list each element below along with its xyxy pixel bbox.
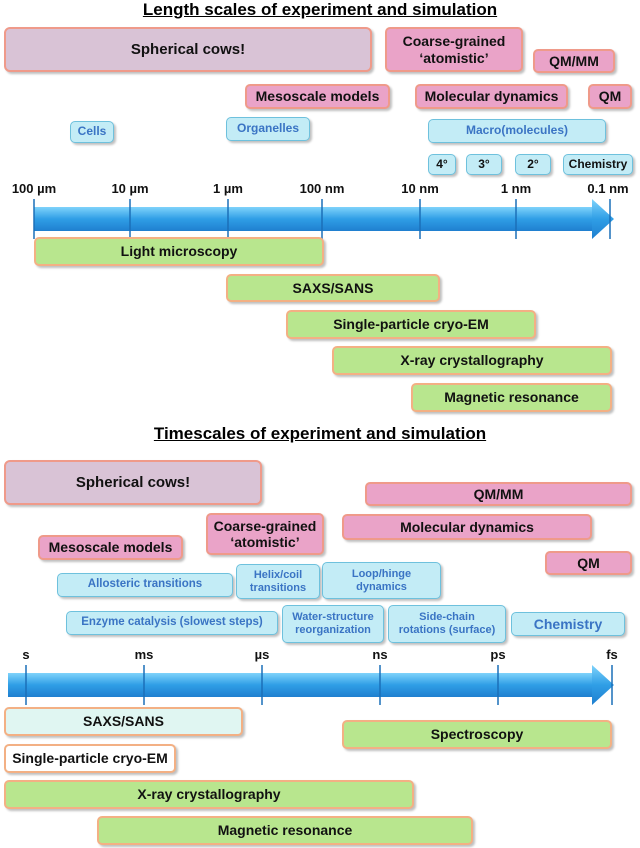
time-axis-arrow — [8, 665, 614, 705]
time-tick-us: µs — [254, 647, 270, 662]
length-tick-10um: 10 µm — [111, 181, 149, 196]
length-tick-100um: 100 µm — [11, 181, 57, 196]
length-tick-1nm: 1 nm — [500, 181, 532, 196]
length-tick-10nm: 10 nm — [401, 181, 439, 196]
time-allosteric-transitions: Allosteric transitions — [57, 573, 233, 597]
length-qmmm: QM/MM — [533, 49, 615, 73]
time-coarse-grained: Coarse-grained ‘atomistic’ — [206, 513, 324, 555]
length-molecular-dynamics: Molecular dynamics — [415, 84, 568, 109]
length-mesoscale-models: Mesoscale models — [245, 84, 390, 109]
time-helix-coil-transitions: Helix/coil transitions — [236, 564, 320, 599]
length-quaternary: 4° — [428, 154, 456, 175]
length-tick-1um: 1 µm — [213, 181, 243, 196]
length-cells: Cells — [70, 121, 114, 143]
time-qm: QM — [545, 551, 632, 575]
length-scales-title: Length scales of experiment and simulati… — [142, 0, 498, 19]
time-spherical-cows: Spherical cows! — [4, 460, 262, 505]
time-side-chain-rotations: Side-chain rotations (surface) — [388, 605, 506, 643]
time-xray-crystallography: X-ray crystallography — [4, 780, 414, 809]
length-xray-crystallography: X-ray crystallography — [332, 346, 612, 375]
time-loop-hinge-dynamics: Loop/hinge dynamics — [322, 562, 441, 599]
length-tertiary: 3° — [466, 154, 502, 175]
time-magnetic-resonance: Magnetic resonance — [97, 816, 473, 845]
length-chemistry: Chemistry — [563, 154, 633, 175]
length-magnetic-resonance: Magnetic resonance — [411, 383, 612, 412]
time-water-structure: Water-structure reorganization — [282, 605, 384, 643]
time-tick-s: s — [22, 647, 30, 662]
time-saxs-sans: SAXS/SANS — [4, 707, 243, 736]
time-cryo-em: Single-particle cryo-EM — [4, 744, 176, 773]
time-chemistry: Chemistry — [511, 612, 625, 636]
time-spectroscopy: Spectroscopy — [342, 720, 612, 749]
length-light-microscopy: Light microscopy — [34, 237, 324, 266]
length-saxs-sans: SAXS/SANS — [226, 274, 440, 302]
time-mesoscale-models: Mesoscale models — [38, 535, 183, 560]
length-coarse-grained: Coarse-grained ‘atomistic’ — [385, 27, 523, 72]
length-secondary: 2° — [515, 154, 551, 175]
time-tick-fs: fs — [606, 647, 618, 662]
time-molecular-dynamics: Molecular dynamics — [342, 514, 592, 540]
length-macromolecules: Macro(molecules) — [428, 119, 606, 143]
length-spherical-cows: Spherical cows! — [4, 27, 372, 72]
length-organelles: Organelles — [226, 117, 310, 141]
time-enzyme-catalysis: Enzyme catalysis (slowest steps) — [66, 611, 278, 635]
length-tick-100nm: 100 nm — [299, 181, 345, 196]
length-axis-arrow — [33, 199, 614, 239]
length-tick-0.1nm: 0.1 nm — [587, 181, 629, 196]
length-qm: QM — [588, 84, 632, 109]
time-tick-ns: ns — [372, 647, 388, 662]
time-tick-ps: ps — [490, 647, 506, 662]
length-cryo-em: Single-particle cryo-EM — [286, 310, 536, 339]
timescales-title: Timescales of experiment and simulation — [153, 424, 487, 443]
time-qmmm: QM/MM — [365, 482, 632, 506]
time-tick-ms: ms — [134, 647, 154, 662]
